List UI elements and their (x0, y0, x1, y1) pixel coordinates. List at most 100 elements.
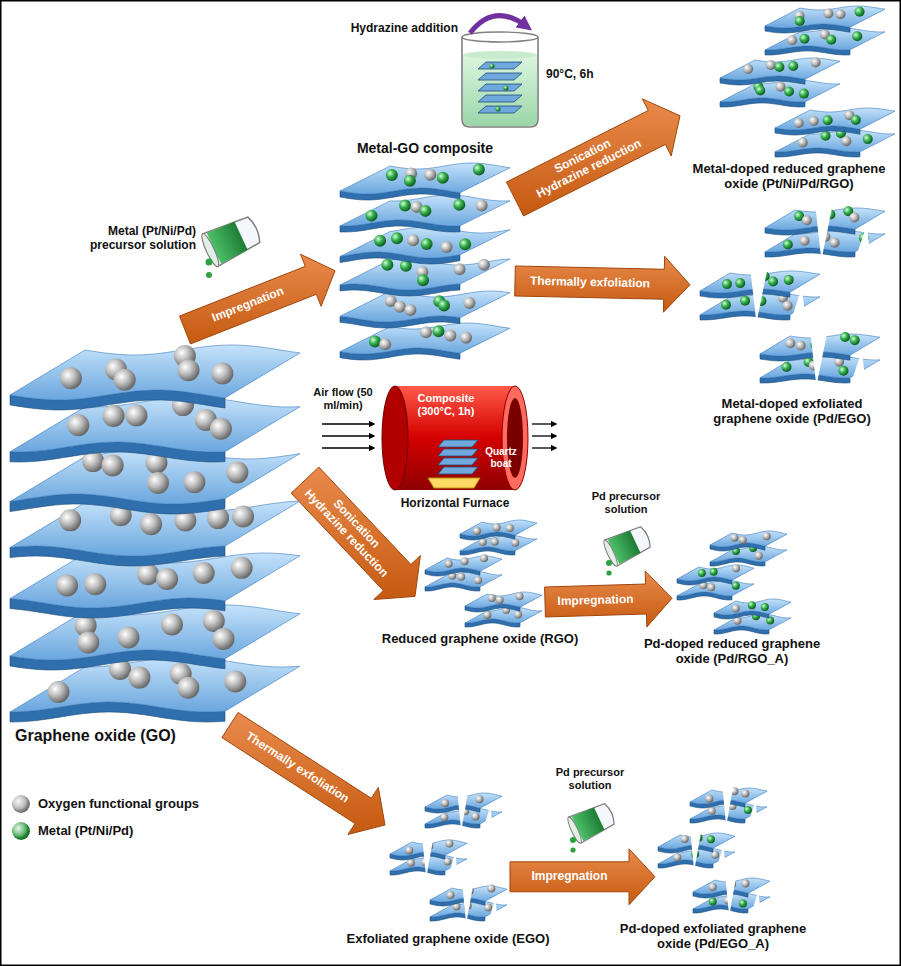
oxygen-sphere (783, 301, 793, 311)
oxygen-sphere (59, 509, 81, 531)
process-note: Horizontal Furnace (385, 497, 525, 511)
metal-sphere (386, 169, 398, 181)
sheet-face (465, 592, 542, 608)
oxygen-sphere (478, 259, 490, 271)
metal-sphere (721, 300, 731, 310)
sheet (478, 62, 522, 69)
oxygen-sphere (681, 835, 689, 843)
oxygen-sphere (224, 670, 246, 692)
oxygen-sphere (743, 64, 753, 74)
sheet (438, 458, 478, 465)
metal-sphere (784, 87, 794, 97)
oxygen-sphere (103, 405, 125, 427)
oxygen-sphere (802, 215, 812, 225)
precursor-beaker (602, 523, 654, 568)
oxygen-sphere (480, 554, 488, 562)
exfoliation-gap (810, 333, 827, 386)
oxygen-sphere (487, 885, 495, 893)
oxygen-sphere (516, 592, 524, 600)
legend-swatch (12, 795, 30, 813)
oxygen-sphere (117, 626, 139, 648)
oxygen-sphere (763, 532, 771, 540)
oxygen-sphere (776, 82, 786, 92)
air-flow-line (532, 447, 556, 448)
metal-sphere (855, 7, 865, 17)
exfoliation-gap (690, 832, 701, 871)
metal-sphere (404, 175, 416, 187)
sheet-face (677, 565, 754, 581)
oxygen-sphere (231, 557, 253, 579)
exfoliation-gap (722, 787, 733, 826)
process-arrow (291, 467, 420, 599)
droplet (606, 560, 612, 566)
oxygen-sphere (732, 564, 740, 572)
metal-sphere (381, 259, 393, 271)
sheet (438, 449, 478, 456)
arrow-label: Thermally exfoliation (238, 727, 355, 809)
process-note: Pd precursor solution (550, 766, 630, 791)
oxygen-sphere (177, 677, 199, 699)
metal-sphere (709, 898, 717, 906)
air-flow-line (322, 447, 374, 448)
oxygen-sphere (811, 57, 821, 67)
metal-sphere (707, 835, 715, 843)
air-flow-line (322, 435, 374, 436)
metal-dot (496, 107, 501, 112)
metal-sphere (840, 332, 850, 342)
oxygen-sphere (476, 200, 488, 212)
oxygen-sphere (404, 304, 416, 316)
oxygen-sphere (496, 596, 504, 604)
oxygen-sphere (755, 552, 763, 560)
furnace-end (382, 386, 408, 490)
sheet-face (714, 599, 791, 615)
sheet-face (710, 531, 787, 547)
oxygen-sphere (741, 789, 749, 797)
oxygen-sphere (787, 35, 797, 45)
droplet (570, 837, 576, 843)
oxygen-sphere (211, 363, 233, 385)
oxygen-sphere (424, 169, 436, 181)
oxygen-sphere (491, 538, 499, 546)
oxygen-sphere (739, 536, 747, 544)
metal-sphere (417, 274, 429, 286)
oxygen-sphere (137, 563, 159, 585)
oxygen-sphere (709, 883, 717, 891)
oxygen-sphere (474, 576, 482, 584)
sheet-face (720, 58, 840, 80)
process-note: Composite (300°C, 1h) (405, 392, 487, 417)
oxygen-sphere (445, 560, 453, 568)
exfoliation-gap (488, 898, 498, 924)
oxygen-sphere (511, 539, 519, 547)
droplet (570, 847, 575, 852)
metal-sphere (421, 238, 433, 250)
metal-sphere (851, 115, 861, 125)
metal-dot (504, 86, 509, 91)
process-arrows (179, 99, 690, 905)
oxygen-sphere (441, 241, 453, 253)
metal-sphere (740, 296, 750, 306)
material-node: Graphene oxide (GO) (5, 330, 305, 725)
oxygen-sphere (60, 367, 82, 389)
oxygen-sphere (766, 60, 776, 70)
liquid-surface (463, 51, 537, 59)
oxygen-sphere (445, 840, 453, 848)
oxygen-sphere (128, 667, 150, 689)
beaker-liquid (463, 55, 537, 126)
sheet (438, 440, 478, 447)
oxygen-sphere (407, 234, 419, 246)
oxygen-sphere (56, 574, 78, 596)
exfoliation-gap (815, 207, 832, 260)
material-label: Pd-doped reduced graphene oxide (Pd/RGO_… (637, 637, 827, 667)
oxygen-sphere (125, 404, 147, 426)
metal-sphere (722, 279, 732, 289)
sheet-face (10, 345, 300, 400)
metal-sphere (783, 239, 793, 249)
metal-sphere (799, 89, 809, 99)
beaker-rim (462, 32, 538, 42)
oxygen-sphere (673, 853, 681, 861)
oxygen-sphere (405, 846, 413, 854)
oxygen-sphere (823, 8, 833, 18)
oxygen-sphere (473, 527, 481, 535)
arrow-label: Impregnation (550, 592, 641, 608)
oxygen-sphere (140, 513, 162, 535)
